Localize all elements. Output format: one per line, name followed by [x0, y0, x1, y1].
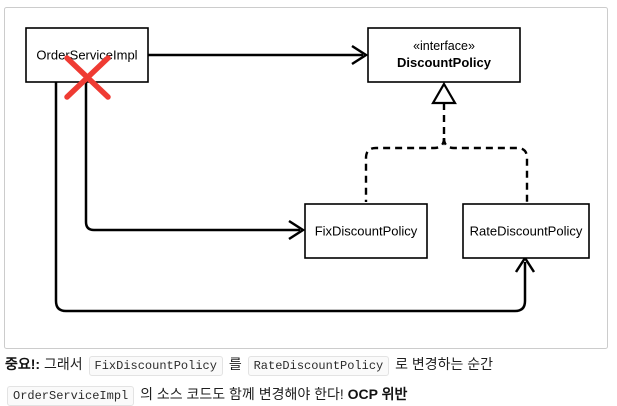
node-label: RateDiscountPolicy	[470, 224, 583, 239]
node-fix-discount-policy: FixDiscountPolicy	[304, 203, 428, 259]
node-stereotype: «interface»	[413, 39, 475, 53]
realization-branch-fix	[364, 137, 446, 202]
arrowhead-right-icon	[351, 44, 369, 66]
red-x-mark-icon	[64, 55, 111, 100]
code-order-service-impl: OrderServiceImpl	[7, 386, 135, 406]
node-label: FixDiscountPolicy	[315, 224, 418, 239]
class-diagram-svg: OrderServiceImpl «interface» DiscountPol…	[4, 7, 608, 349]
arrowhead-right-icon	[288, 219, 306, 241]
node-order-service-impl: OrderServiceImpl	[25, 27, 149, 83]
edge-order-to-discountpolicy	[148, 44, 369, 66]
caption-text-2: 를	[224, 356, 246, 372]
node-label: DiscountPolicy	[397, 55, 492, 70]
uml-class-diagram: OrderServiceImpl «interface» DiscountPol…	[4, 7, 608, 349]
code-rate-discount-policy: RateDiscountPolicy	[247, 356, 390, 376]
caption-ocp-violation-emphasis: OCP 위반	[347, 386, 408, 402]
caption-important-label: 중요!:	[5, 356, 41, 372]
caption-text-3: 로 변경하는 순간	[391, 356, 494, 372]
realization-branch-rate	[442, 137, 529, 202]
caption: 중요!: 그래서 FixDiscountPolicy 를 RateDiscoun…	[4, 348, 615, 406]
caption-text-1: 그래서	[40, 356, 87, 372]
node-discount-policy-interface: «interface» DiscountPolicy	[367, 27, 521, 83]
code-fix-discount-policy: FixDiscountPolicy	[88, 356, 223, 376]
realization-connector	[364, 81, 529, 202]
node-label: OrderServiceImpl	[36, 48, 137, 63]
diagram-frame	[4, 7, 608, 349]
edge-order-to-fixdiscountpolicy	[84, 82, 306, 241]
caption-text-4: 의 소스 코드도 함께 변경해야 한다!	[136, 386, 348, 402]
node-rate-discount-policy: RateDiscountPolicy	[462, 203, 590, 259]
